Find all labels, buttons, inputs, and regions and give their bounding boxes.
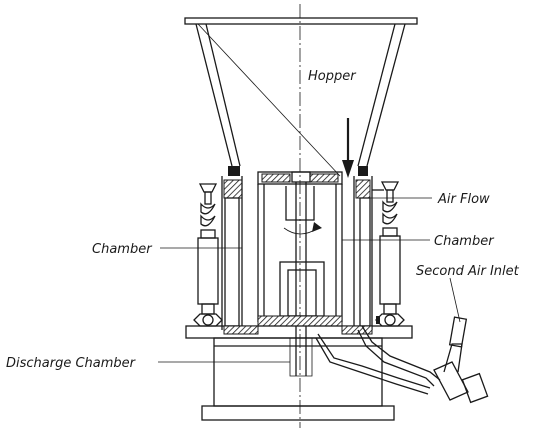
- left-housing-wall: [221, 176, 243, 330]
- right-clamp: [375, 181, 405, 327]
- inlet-valve-cap: [461, 372, 489, 404]
- base-hatch-right: [341, 325, 373, 335]
- hopper: [184, 17, 418, 177]
- inlet-nozzle-stem: [443, 343, 463, 373]
- air-flow-arrow: [342, 118, 354, 178]
- pipe-outer: [361, 325, 441, 381]
- foot-plate: [201, 405, 395, 421]
- rotor-base-hatch: [257, 315, 343, 327]
- left-flange-block: [228, 166, 240, 176]
- right-flange-block: [358, 166, 368, 176]
- label-chamber-left: Chamber: [92, 242, 153, 257]
- rotor-assembly: [257, 171, 343, 376]
- rotor-cap-hatch-left: [261, 173, 291, 183]
- rotor-hub-inner: [287, 269, 317, 317]
- rotation-arrowhead: [312, 222, 322, 232]
- label-hopper: Hopper: [308, 69, 357, 84]
- base: [185, 325, 413, 421]
- hopper-rim: [184, 17, 418, 25]
- right-inner-wall: [359, 197, 371, 327]
- hopper-left-wall: [195, 23, 241, 167]
- discharge-tube: [289, 338, 313, 377]
- base-hatch-left: [223, 325, 259, 335]
- right-housing-wall: [353, 176, 373, 330]
- left-clamp: [193, 183, 223, 327]
- second-air-inlet-pipe: [315, 316, 489, 404]
- hopper-diagonal-line: [197, 23, 341, 177]
- inlet-nozzle: [448, 316, 468, 348]
- left-inner-wall: [224, 197, 240, 327]
- left-upper-hatch: [223, 179, 243, 199]
- rotor-cap-hatch-right: [309, 173, 339, 183]
- label-second-air-inlet: Second Air Inlet: [416, 264, 520, 279]
- leader-second-air-inlet: [449, 277, 461, 323]
- shaft-nut: [291, 171, 311, 183]
- base-plate: [185, 325, 413, 339]
- right-upper-hatch: [355, 179, 371, 199]
- chamber-housing: [221, 166, 384, 330]
- hopper-right-wall: [357, 23, 406, 167]
- rotor-sleeve: [285, 186, 315, 221]
- shaft: [295, 182, 307, 376]
- label-discharge-chamber: Discharge Chamber: [6, 356, 137, 371]
- label-air-flow: Air Flow: [437, 192, 490, 207]
- rotor-walls: [257, 184, 343, 322]
- discharge-pipe: [315, 337, 429, 395]
- discharge-housing: [213, 337, 383, 407]
- label-chamber-right: Chamber: [434, 234, 495, 249]
